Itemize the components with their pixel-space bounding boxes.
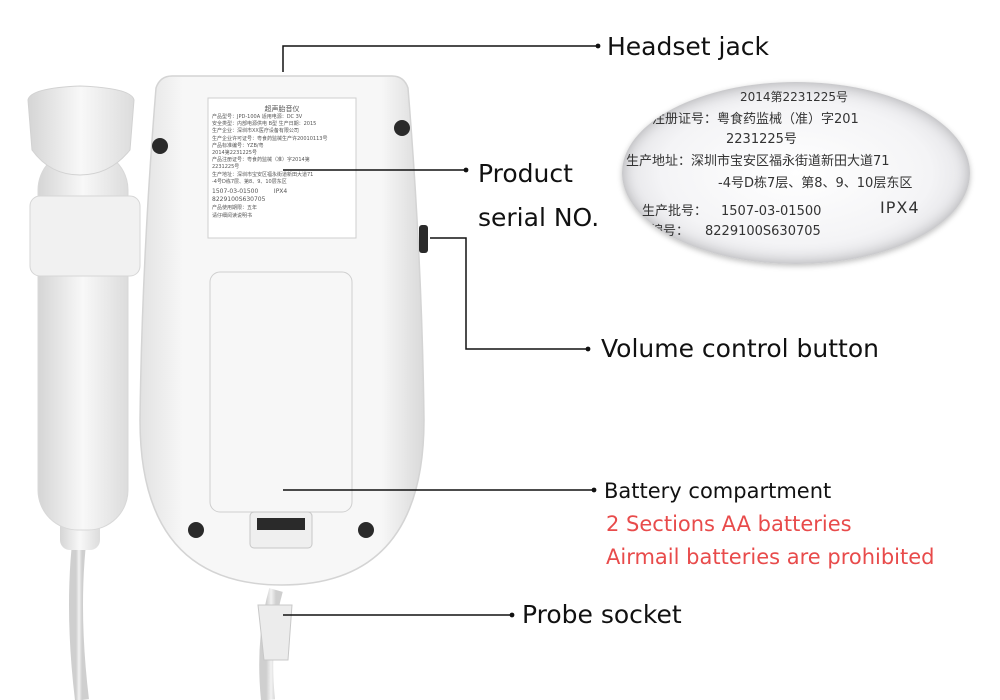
label-row: 安全类型：内部电源供电 B型 生产日期：2015 [212, 121, 317, 128]
battery-latch-slot [257, 518, 305, 530]
battery-note: 2 Sections AA batteries [606, 512, 852, 536]
probe-holder-clip [29, 195, 141, 277]
battery-cover [209, 271, 353, 513]
product-serial-line: Product [478, 159, 573, 188]
label-serial-row: 1507-03-01500 IPX4 [212, 188, 352, 196]
leader-dot [595, 43, 601, 49]
leader-dot [463, 167, 469, 173]
label-serial-no: 8229100S630705 [212, 196, 266, 204]
battery-warning: Airmail batteries are prohibited [606, 545, 935, 569]
probe-socket [257, 604, 293, 661]
zoom-rating: IPX4 [880, 198, 920, 217]
volume-knob [419, 225, 428, 253]
label-zoom-ellipse: 2014第2231225号 注册证号：粤食药监械（准）字201 2231225号… [622, 82, 970, 264]
label-row: 2231225号 [212, 164, 240, 171]
label-sticker [207, 97, 357, 239]
headset-jack-label: Headset jack [607, 32, 770, 61]
screw-hole [358, 522, 374, 538]
leader-dot [585, 346, 591, 352]
zoom-line: 2014第2231225号 [740, 90, 848, 104]
label-row: 2014第2231225号 [212, 150, 257, 157]
label-row: -4号D栋7层、第8、9、10层东区 [212, 178, 287, 185]
zoom-serial-label: 编号： [650, 224, 690, 239]
battery-compartment-label: Battery compartment [604, 479, 832, 503]
volume-button-label: Volume control button [601, 334, 879, 363]
leader-dot [509, 612, 515, 618]
zoom-line: 生产地址：深圳市宝安区福永街道新田大道71 [626, 154, 890, 169]
label-row: 产品注册证号：粤食药监械（准）字2014第 [212, 157, 310, 164]
volume-leader [430, 237, 588, 350]
label-row: 产品型号：JPD-100A 适用电源：DC 3V [212, 114, 303, 120]
label-rating: IPX4 [273, 188, 288, 196]
zoom-line: -4号D栋7层、第8、9、10层东区 [718, 176, 913, 191]
leader-dot [591, 487, 597, 493]
label-sticker-text: 超声胎音仪 产品型号：JPD-100A 适用电源：DC 3V 安全类型：内部电源… [212, 104, 352, 220]
zoom-serial-value: 8229100S630705 [705, 224, 821, 239]
product-serial-line: serial NO. [478, 203, 600, 232]
label-row: 生产企业：深圳市XX医疗设备有限公司 [212, 128, 299, 135]
probe-socket-label: Probe socket [522, 600, 682, 629]
zoom-line: 注册证号：粤食药监械（准）字201 [652, 112, 859, 127]
probe-head [27, 85, 135, 176]
product-serial-label: Product serial NO. [478, 152, 599, 240]
zoom-batch-value: 1507-03-01500 [721, 204, 822, 219]
zoom-line: 2231225号 [726, 132, 797, 147]
label-row: 产品标准编号：YZB/粤 [212, 142, 264, 149]
zoom-batch-label: 生产批号： [642, 204, 708, 219]
label-row: 生产企业许可证号：粤食药监械生产许20010113号 [212, 135, 328, 142]
screw-hole [394, 120, 410, 136]
label-batch: 1507-03-01500 [212, 188, 259, 196]
zoom-line: 编号： 8229100S630705 [650, 220, 821, 239]
label-footer: 请仔细阅读说明书 [212, 212, 253, 219]
label-row: 生产地址：深圳市宝安区福永街道新田大道71 [212, 171, 314, 178]
screw-hole [188, 522, 204, 538]
headset-jack-leader [282, 45, 598, 72]
zoom-line: 生产批号： 1507-03-01500 [642, 200, 821, 219]
screw-hole [152, 138, 168, 154]
label-footer: 产品使用期限：五年 [212, 205, 258, 212]
label-title: 超声胎音仪 [264, 105, 300, 113]
